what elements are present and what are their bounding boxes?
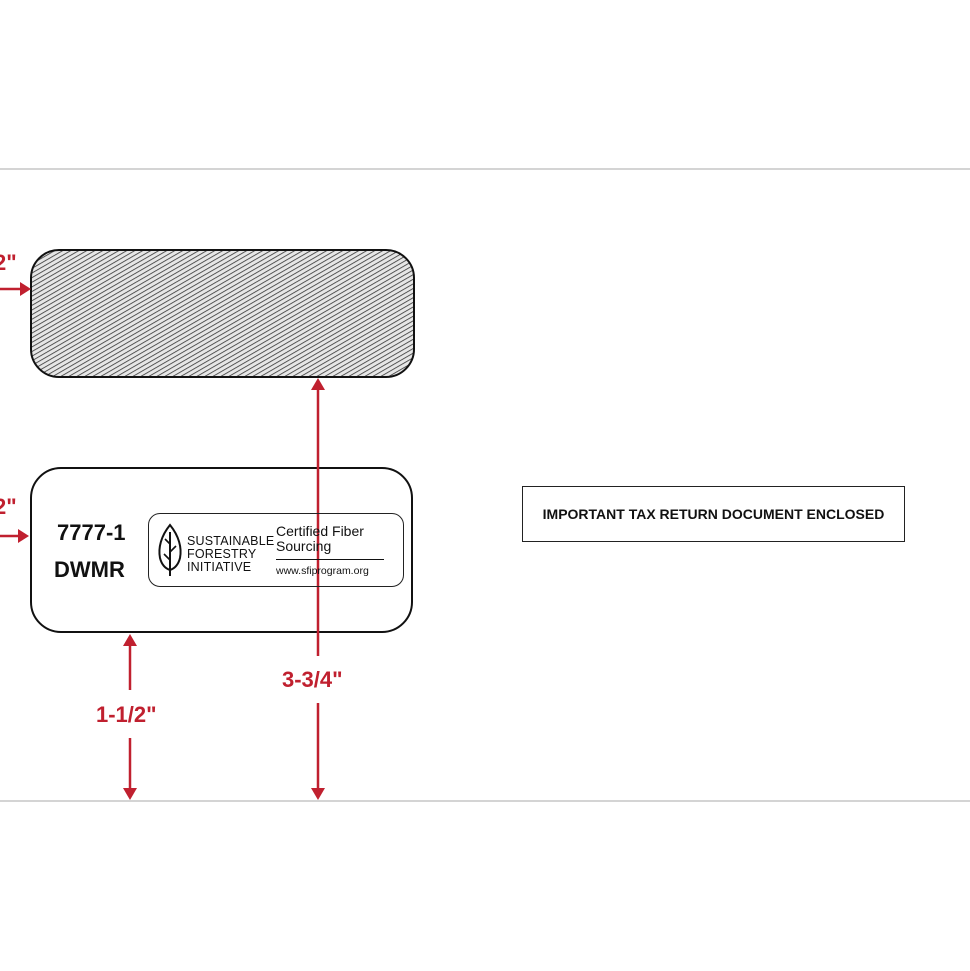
- sfi-cert-line1: Certified Fiber: [276, 523, 364, 539]
- sfi-line2: FORESTRY: [187, 547, 257, 561]
- tree-leaf-icon: [158, 523, 182, 576]
- sfi-logo: SUSTAINABLE FORESTRY INITIATIVE Certifie…: [148, 513, 404, 587]
- bottom-margin-label: 1-1/2": [96, 702, 157, 727]
- top-window-height-label: 3-3/4": [282, 667, 343, 692]
- bottom-window-left-label: 2": [0, 494, 17, 519]
- sfi-divider: [276, 559, 384, 560]
- sfi-line1: SUSTAINABLE: [187, 534, 275, 548]
- sfi-cert-line2: Sourcing: [276, 538, 332, 554]
- top-window-left-label: 2": [0, 250, 17, 275]
- tax-notice-text: IMPORTANT TAX RETURN DOCUMENT ENCLOSED: [542, 506, 885, 522]
- bottom-window-left-arrow: [0, 529, 29, 543]
- sfi-line3: INITIATIVE: [187, 560, 252, 574]
- top-window-left-arrow: [0, 282, 31, 296]
- top-window-height-arrow: [311, 378, 325, 800]
- sfi-url: www.sfiprogram.org: [276, 565, 369, 577]
- top-window: [30, 249, 415, 378]
- product-code: 7777-1: [57, 520, 126, 545]
- product-suffix: DWMR: [54, 557, 125, 582]
- tax-notice-box: IMPORTANT TAX RETURN DOCUMENT ENCLOSED: [522, 486, 905, 542]
- bottom-margin-arrow: [123, 634, 137, 800]
